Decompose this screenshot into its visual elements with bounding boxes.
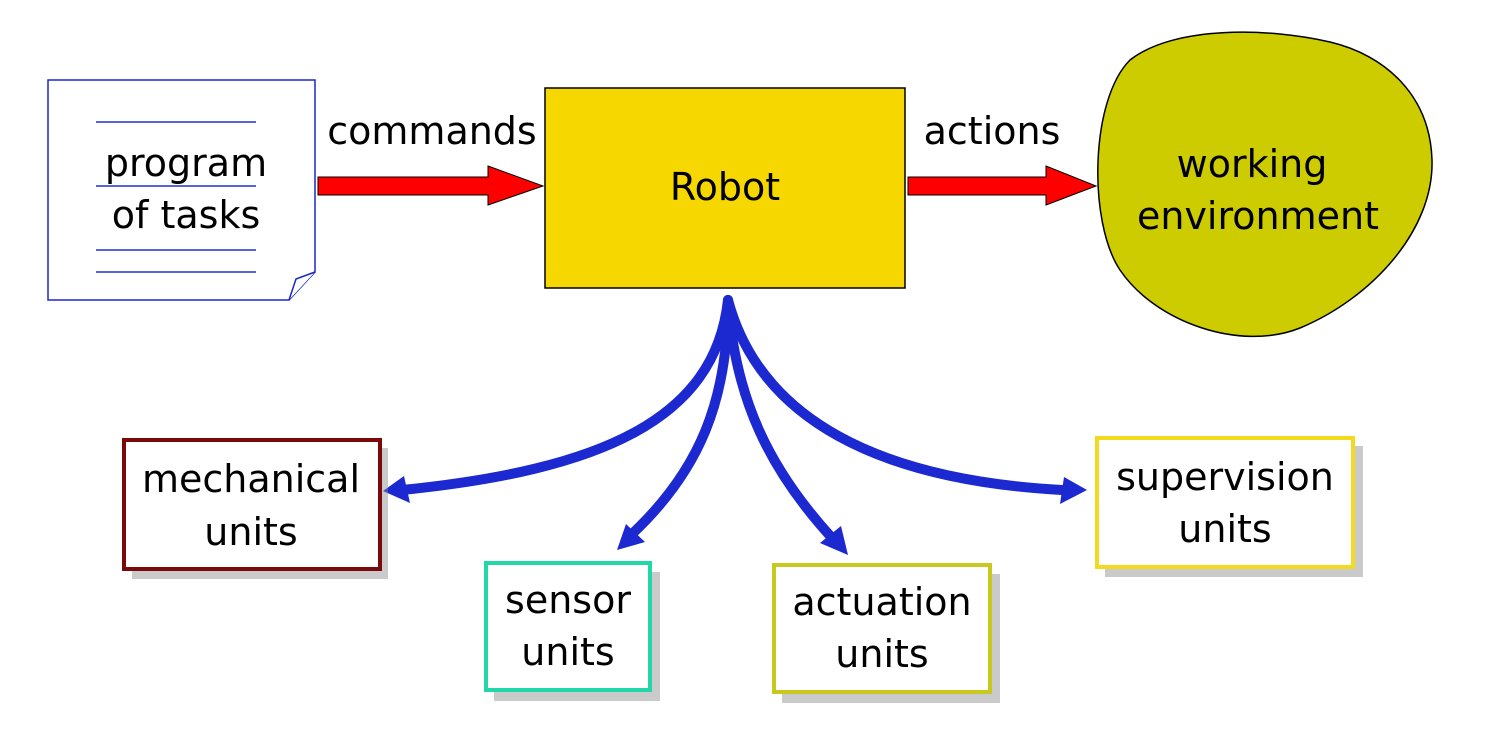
mechanical-units-line2: units bbox=[204, 510, 297, 554]
commands-arrow: commands bbox=[317, 109, 545, 206]
branch-arrows bbox=[397, 295, 1067, 543]
supervision-units-line1: supervision bbox=[1116, 455, 1334, 499]
actuation-units-line2: units bbox=[835, 632, 928, 676]
sensor-units-line2: units bbox=[521, 630, 614, 674]
supervision-units-box: supervision units bbox=[1095, 436, 1363, 577]
branch-to-supervision bbox=[723, 295, 1067, 495]
supervision-units-rect bbox=[1095, 436, 1355, 569]
mechanical-units-rect bbox=[122, 438, 382, 571]
robot-box: Robot bbox=[544, 87, 906, 289]
actions-arrow-shape bbox=[907, 165, 1098, 206]
actuation-units-line1: actuation bbox=[792, 580, 971, 624]
commands-label: commands bbox=[327, 109, 536, 153]
actuation-units-rect bbox=[772, 563, 992, 694]
supervision-units-line2: units bbox=[1178, 507, 1271, 551]
document-folded-corner bbox=[288, 271, 316, 301]
document-page bbox=[47, 79, 316, 301]
robot-label: Robot bbox=[670, 165, 780, 209]
environment-label-line2: environment bbox=[1137, 194, 1379, 238]
branch-to-actuation bbox=[723, 295, 837, 543]
program-of-tasks-document: program of tasks bbox=[47, 79, 316, 301]
sensor-units-rect bbox=[484, 561, 652, 692]
sensor-units-line1: sensor bbox=[505, 578, 631, 622]
branch-to-mechanical bbox=[397, 295, 733, 495]
document-text-lines bbox=[96, 121, 256, 273]
robot-box-rect bbox=[544, 87, 906, 289]
branch-arrowheads bbox=[383, 476, 1087, 555]
working-environment-blob: working environment bbox=[1097, 31, 1433, 338]
mechanical-units-box: mechanical units bbox=[122, 438, 388, 579]
mechanical-units-line1: mechanical bbox=[142, 457, 360, 501]
actions-label: actions bbox=[924, 109, 1061, 153]
arrowhead-supervision bbox=[1060, 477, 1087, 504]
environment-shape bbox=[1097, 31, 1433, 338]
branch-to-sensor bbox=[627, 295, 733, 539]
actions-arrow: actions bbox=[907, 109, 1098, 206]
program-label-line1: program bbox=[105, 141, 267, 185]
arrowhead-mechanical bbox=[383, 476, 410, 503]
program-label-line2: of tasks bbox=[112, 193, 261, 237]
commands-arrow-shape bbox=[317, 165, 545, 206]
arrowhead-sensor bbox=[617, 524, 645, 550]
environment-label-line1: working bbox=[1177, 142, 1328, 186]
arrowhead-actuation bbox=[820, 526, 848, 555]
sensor-units-box: sensor units bbox=[484, 561, 660, 701]
actuation-units-box: actuation units bbox=[772, 563, 1000, 703]
